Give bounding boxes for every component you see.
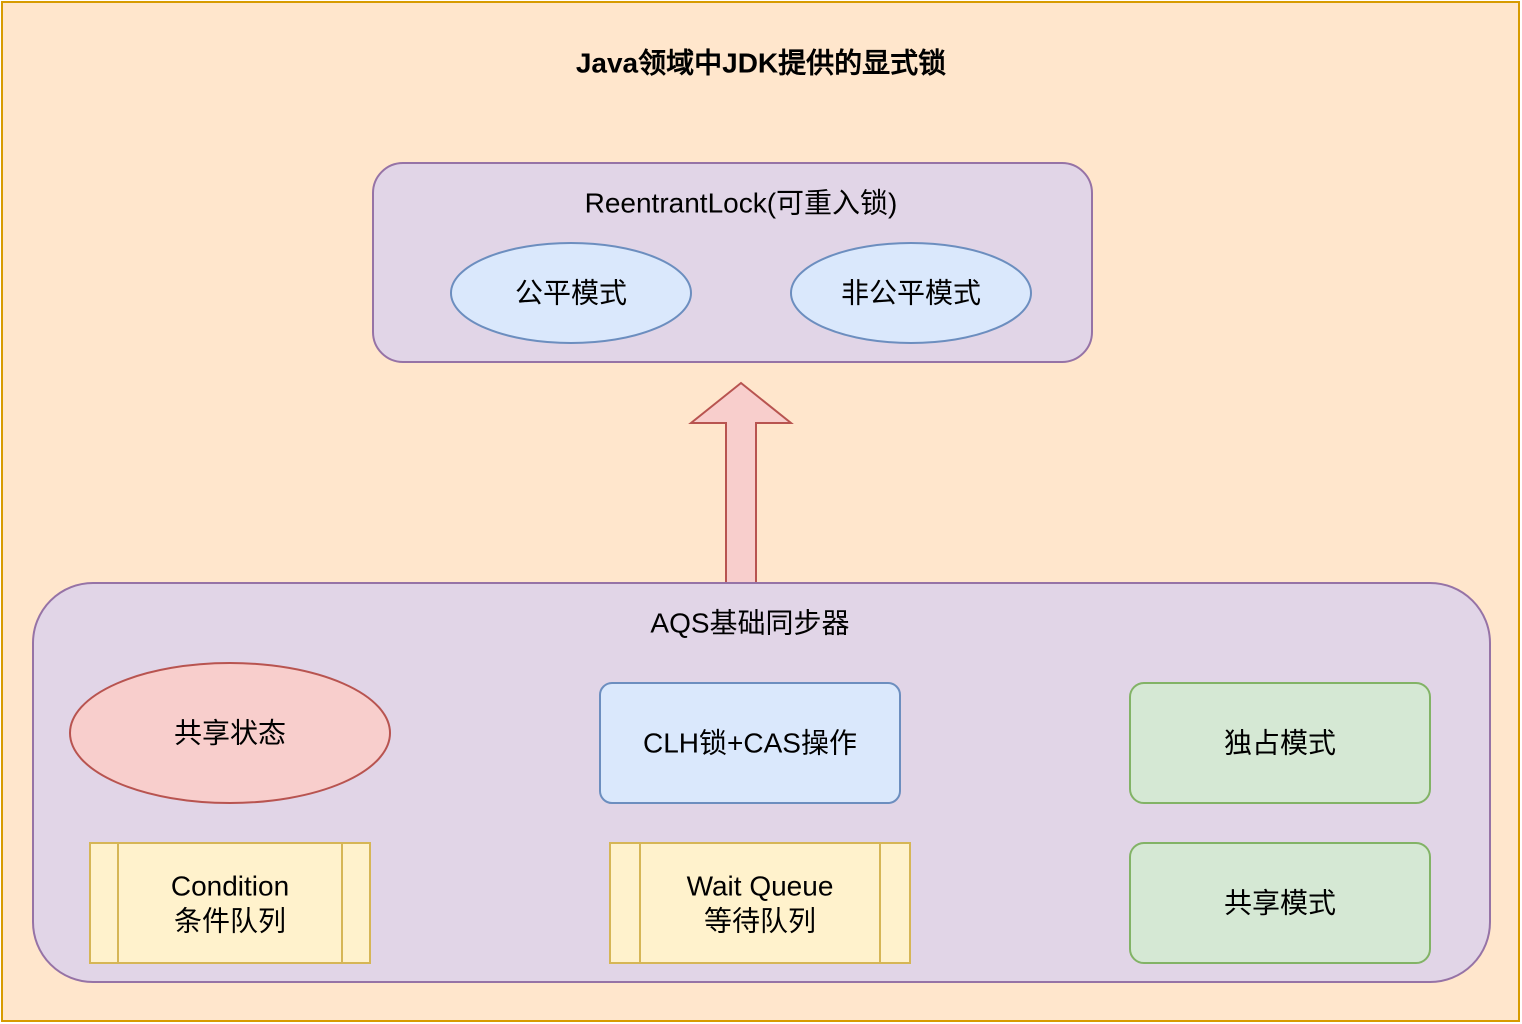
shared-state-label: 共享状态 (174, 718, 286, 749)
condition-queue-node: Condition 条件队列 (89, 842, 371, 964)
clh-cas-label: CLH锁+CAS操作 (643, 728, 857, 759)
shared-mode-box (1129, 842, 1431, 964)
unfair-mode-label: 非公平模式 (841, 278, 981, 309)
reentrant-lock-container: ReentrantLock(可重入锁) 公平模式 非公平模式 (372, 162, 1093, 363)
aqs-label: AQS基础同步器 (650, 608, 849, 639)
diagram-title: Java领域中JDK提供的显式锁 (576, 47, 946, 79)
wait-queue-label-line1: Wait Queue (687, 871, 834, 902)
clh-cas-node: CLH锁+CAS操作 (599, 682, 901, 804)
wait-queue-node: Wait Queue 等待队列 (609, 842, 911, 964)
clh-cas-box (599, 682, 901, 804)
fair-mode-node: 公平模式 (450, 242, 692, 344)
exclusive-mode-box (1129, 682, 1431, 804)
shared-state-ellipse (69, 662, 391, 804)
unfair-mode-node: 非公平模式 (790, 242, 1032, 344)
condition-queue-box (89, 842, 371, 964)
fair-mode-label: 公平模式 (515, 278, 627, 309)
shared-mode-label: 共享模式 (1224, 888, 1336, 919)
wait-queue-box (609, 842, 911, 964)
exclusive-mode-node: 独占模式 (1129, 682, 1431, 804)
fair-mode-ellipse (450, 242, 692, 344)
exclusive-mode-label: 独占模式 (1224, 728, 1336, 759)
unfair-mode-ellipse (790, 242, 1032, 344)
aqs-container: AQS基础同步器 共享状态 CLH锁+CAS操作 独占模式 共享模式 Condi… (32, 582, 1491, 983)
condition-queue-label-line2: 条件队列 (174, 906, 286, 937)
reentrant-lock-label: ReentrantLock(可重入锁) (585, 188, 898, 219)
condition-queue-label-line1: Condition (171, 871, 289, 902)
shared-state-node: 共享状态 (69, 662, 391, 804)
wait-queue-label-line2: 等待队列 (704, 906, 816, 937)
shared-mode-node: 共享模式 (1129, 842, 1431, 964)
